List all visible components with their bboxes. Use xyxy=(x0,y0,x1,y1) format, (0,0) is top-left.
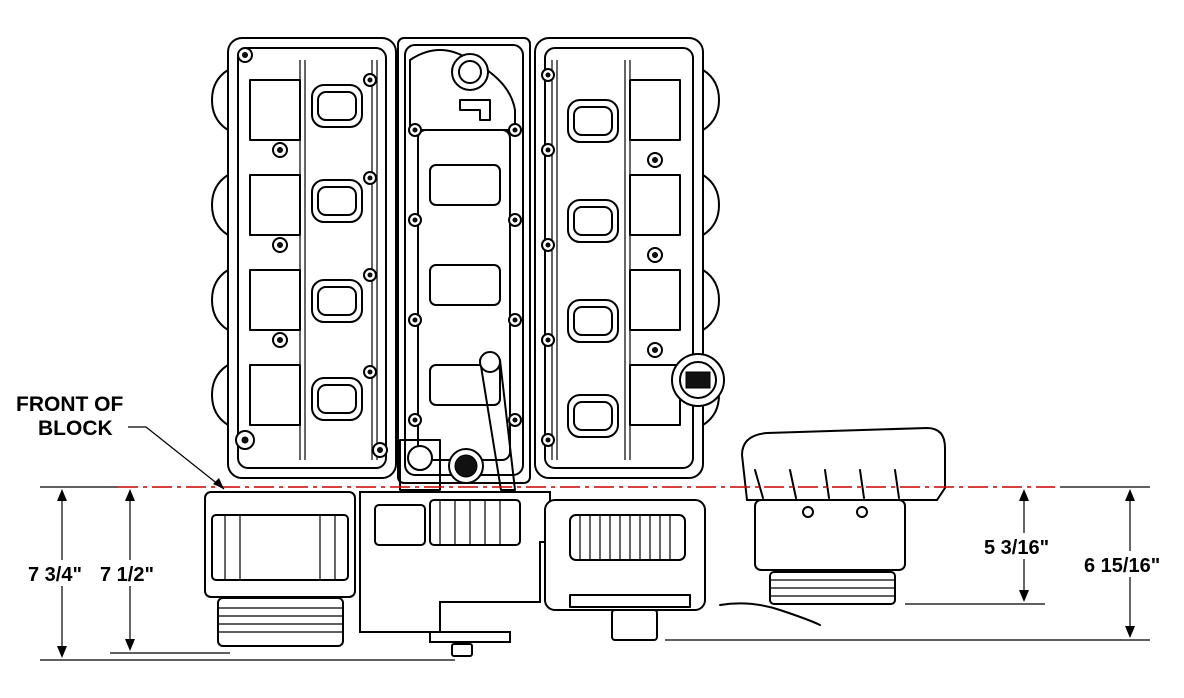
valley-bolts xyxy=(408,123,522,427)
oil-cap xyxy=(671,353,725,407)
engine-drawing xyxy=(204,37,946,657)
dimension-7-1-2-text: 7 1/2" xyxy=(100,564,154,586)
left-exhaust-ports xyxy=(311,84,363,421)
dimension-6-15-16: 6 15/16" xyxy=(665,486,1178,641)
left-head-bolts xyxy=(235,47,388,458)
front-of-block-label: FRONT OF BLOCK xyxy=(16,393,123,440)
dimension-7-3-4-text: 7 3/4" xyxy=(28,564,82,586)
dimension-6-15-16-text: 6 15/16" xyxy=(1084,555,1160,577)
left-cylinder-head xyxy=(211,37,397,479)
oil-fill-cap xyxy=(451,53,489,91)
right-head-bolts xyxy=(541,68,663,447)
front-of-block-leader-arrow xyxy=(213,478,224,489)
front-of-block-line2: BLOCK xyxy=(38,417,113,440)
dimension-7-1-2: 7 1/2" xyxy=(100,489,230,654)
front-of-block-leader xyxy=(128,426,225,490)
oil-filter-housing xyxy=(407,445,484,484)
power-steering-pump xyxy=(719,426,946,626)
front-accessory-drive xyxy=(204,426,946,657)
dimension-5-3-16-text: 5 3/16" xyxy=(984,537,1049,559)
timing-cover xyxy=(359,491,551,657)
dimension-7-3-4: 7 3/4" xyxy=(28,486,455,661)
intake-valley xyxy=(397,37,531,491)
front-of-block-line1: FRONT OF xyxy=(16,393,123,416)
ac-compressor xyxy=(204,491,356,647)
alternator xyxy=(544,499,706,641)
right-cylinder-head xyxy=(534,37,725,479)
dimension-5-3-16: 5 3/16" xyxy=(905,489,1064,605)
right-exhaust-ports xyxy=(567,99,619,438)
